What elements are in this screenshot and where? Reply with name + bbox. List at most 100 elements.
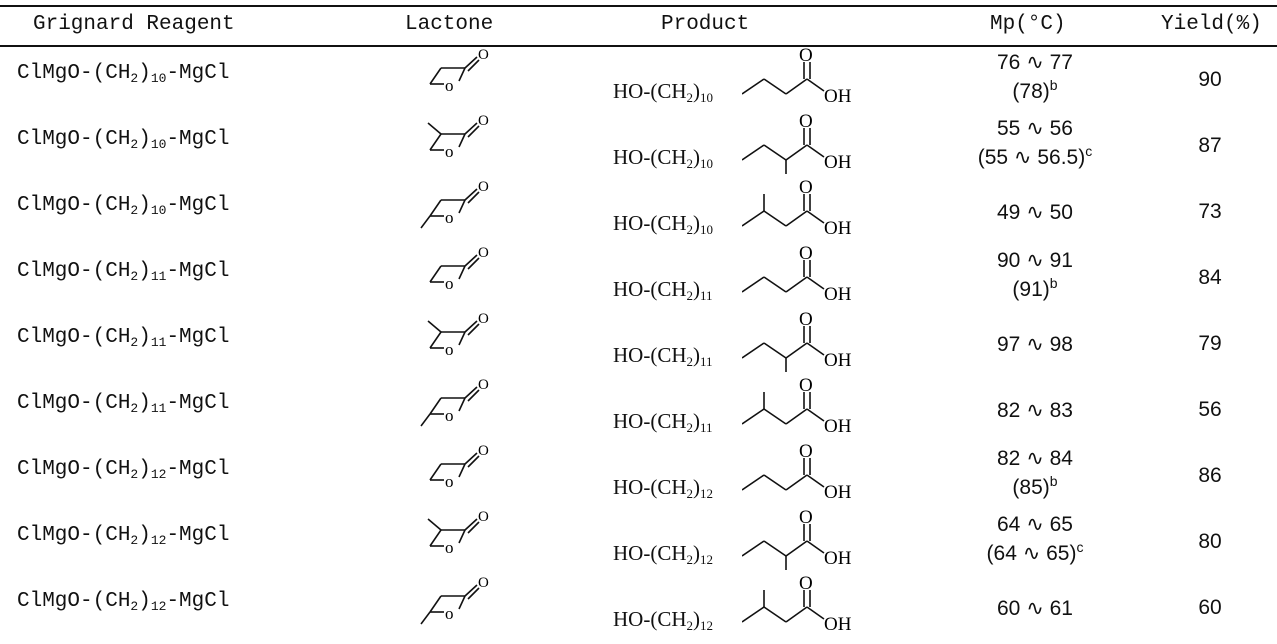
product-prod_prefix: HO-(CH: [613, 343, 687, 367]
reagent-n: 10: [150, 137, 167, 152]
product-formula: HO-(CH2)11: [613, 409, 713, 436]
carbonyl-bond: [467, 191, 480, 204]
carboxyl-bond: [806, 210, 825, 224]
mp-literature: (78)b: [955, 74, 1115, 103]
product-n: 12: [700, 486, 713, 501]
carbonyl-bond: [467, 59, 480, 72]
product-hydroxyl: OH: [824, 152, 852, 173]
lactone-structure-plain: oO: [429, 48, 489, 95]
product-hydroxyl: OH: [824, 350, 852, 371]
product-carbonyl-oxygen: O: [799, 510, 813, 528]
mp-literature: (91)b: [955, 272, 1115, 301]
reagent-prefix: ClMgO-(CH: [17, 128, 131, 151]
ring-oxygen: o: [445, 604, 454, 623]
product-prod_sub: 2: [686, 222, 694, 237]
carbonyl-oxygen: O: [478, 246, 489, 261]
product-formula: HO-(CH2)11: [613, 343, 713, 370]
product-structure: OOH: [742, 378, 852, 437]
product-n: 12: [700, 618, 713, 633]
product-structure: OOH: [742, 510, 852, 570]
ring-bond: [429, 133, 442, 151]
header-product: Product: [661, 13, 750, 36]
grignard-reagent: ClMgO-(CH2)10-MgCl: [17, 128, 229, 152]
reagent-suffix: -MgCl: [166, 260, 230, 283]
melting-point: 82 ∿ 83: [955, 400, 1115, 422]
yield-value: 90: [1198, 68, 1222, 91]
product-n: 12: [700, 552, 713, 567]
product-formula: HO-(CH2)10: [613, 79, 713, 106]
lactone-structure-alpha: oO: [427, 312, 489, 359]
ring-oxygen: o: [445, 76, 454, 95]
reagent-sub2: 2: [130, 71, 139, 86]
yield-value: 73: [1198, 200, 1222, 223]
product-formula: HO-(CH2)12: [613, 541, 713, 568]
chain-bond: [763, 276, 787, 293]
product-carbonyl-oxygen: O: [799, 114, 813, 132]
grignard-reagent: ClMgO-(CH2)12-MgCl: [17, 524, 229, 548]
chain-bond: [742, 144, 765, 161]
carboxyl-bond: [806, 276, 825, 290]
product-prod_paren: ): [693, 145, 700, 169]
chain-bond: [785, 540, 808, 557]
ring-bond: [458, 463, 466, 478]
reagent-paren: ): [138, 458, 151, 481]
carbonyl-bond: [464, 518, 478, 531]
chain-bond: [785, 474, 808, 491]
reagent-n: 12: [150, 533, 167, 548]
carbonyl-bond: [467, 455, 480, 468]
carbonyl-bond: [464, 254, 478, 267]
reagent-suffix: -MgCl: [166, 128, 230, 151]
mp-footnote-mark: b: [1049, 275, 1058, 291]
ring-bond: [458, 67, 466, 82]
reagent-sub2: 2: [130, 269, 139, 284]
ring-oxygen: o: [445, 142, 454, 161]
reagent-sub2: 2: [130, 137, 139, 152]
carboxyl-bond: [806, 540, 825, 554]
ring-bond: [458, 199, 466, 214]
carbonyl-bond: [464, 386, 478, 399]
product-prod_sub: 2: [686, 90, 694, 105]
product-formula: HO-(CH2)10: [613, 145, 713, 172]
product-carbonyl-oxygen: O: [799, 576, 813, 594]
ring-bond: [429, 265, 442, 283]
ring-bond: [458, 331, 466, 346]
mp-literature-value: (64 ∿ 65): [986, 542, 1077, 565]
reagent-paren: ): [138, 128, 151, 151]
mp-observed: 82 ∿ 83: [997, 399, 1073, 422]
product-prod_sub: 2: [686, 618, 694, 633]
ring-oxygen: o: [445, 274, 454, 293]
chain-bond: [785, 342, 808, 359]
carbonyl-bond: [467, 389, 480, 402]
melting-point: 55 ∿ 56(55 ∿ 56.5)c: [955, 118, 1115, 169]
chain-bond: [742, 276, 765, 293]
chain-bond: [742, 408, 765, 425]
reagent-sub2: 2: [130, 203, 139, 218]
reagent-suffix: -MgCl: [166, 458, 230, 481]
grignard-reagent: ClMgO-(CH2)12-MgCl: [17, 590, 229, 614]
methyl-bond: [427, 122, 442, 135]
yield-value: 87: [1198, 134, 1222, 157]
mp-footnote-mark: c: [1076, 539, 1084, 555]
reagent-sub2: 2: [130, 599, 139, 614]
carbonyl-oxygen: O: [478, 114, 489, 129]
product-n: 11: [700, 288, 713, 303]
reagent-prefix: ClMgO-(CH: [17, 194, 131, 217]
carbonyl-bond: [464, 320, 478, 333]
header-grignard-reagent: Grignard Reagent: [33, 13, 235, 36]
carboxyl-bond: [806, 78, 825, 92]
product-formula: HO-(CH2)12: [613, 607, 713, 634]
product-prod_prefix: HO-(CH: [613, 79, 687, 103]
chain-bond: [763, 540, 787, 557]
carbonyl-bond: [467, 257, 480, 270]
reagent-paren: ): [138, 524, 151, 547]
yield-value: 84: [1198, 266, 1222, 289]
product-prod_sub: 2: [686, 288, 694, 303]
melting-point: 97 ∿ 98: [955, 334, 1115, 356]
product-structure: OOH: [742, 576, 852, 635]
product-structure: OOH: [742, 180, 852, 239]
product-carbonyl-oxygen: O: [799, 378, 813, 396]
table-header-rule: [0, 45, 1277, 47]
